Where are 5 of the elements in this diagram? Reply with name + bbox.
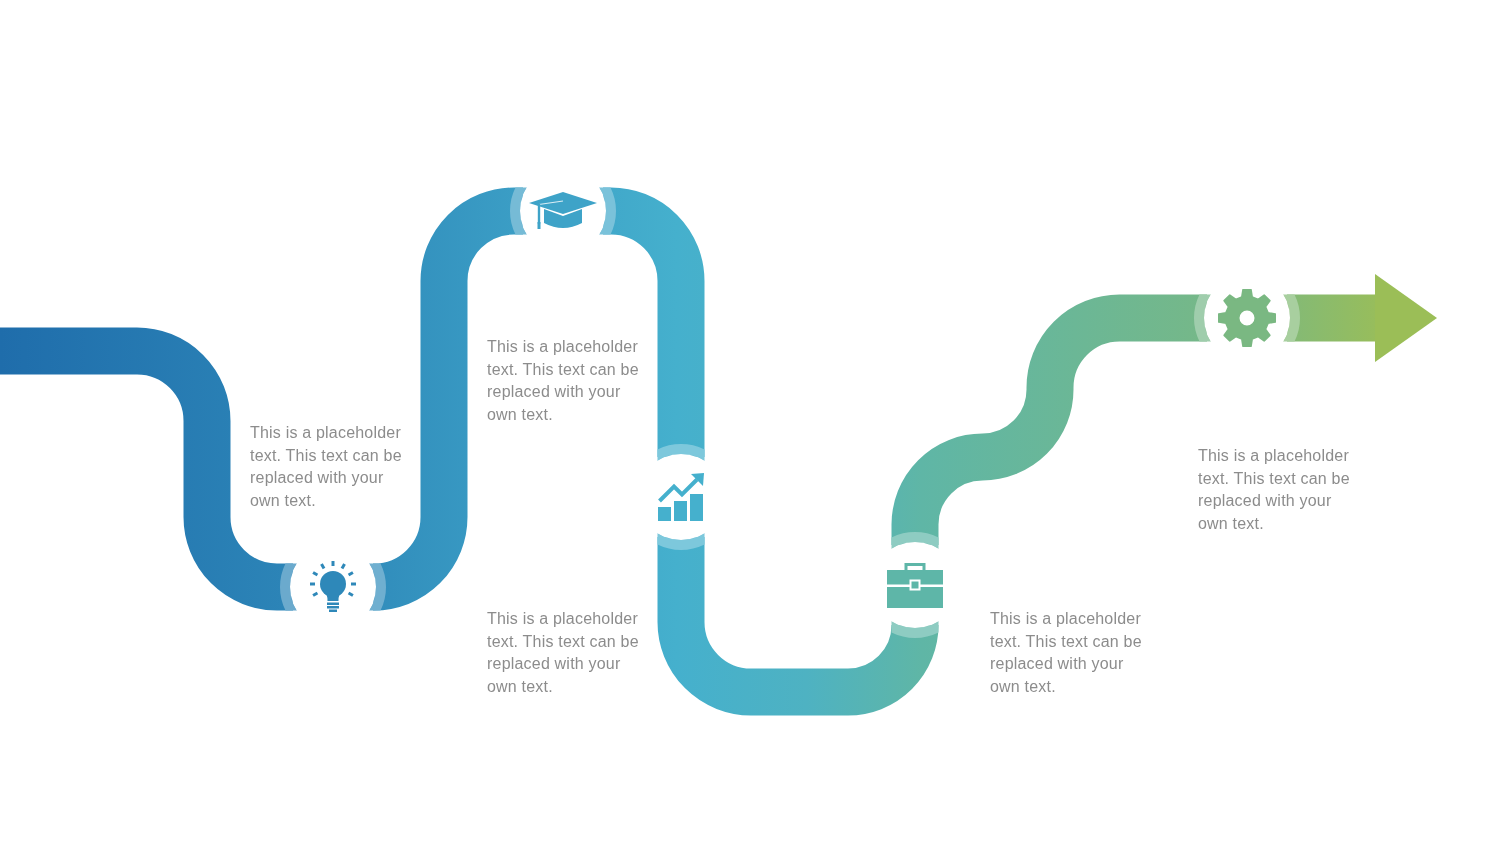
- description-text: This is a placeholder text. This text can be replaced with your own text.: [487, 337, 640, 425]
- description-text: This is a placeholder text. This text can be replaced with your own text.: [990, 609, 1143, 697]
- description-text: This is a placeholder text. This text can be replaced with your own text.: [1198, 446, 1351, 534]
- description-text: This is a placeholder text. This text can be replaced with your own text.: [250, 423, 403, 511]
- description-text: This is a placeholder text. This text can be replaced with your own text.: [487, 609, 640, 697]
